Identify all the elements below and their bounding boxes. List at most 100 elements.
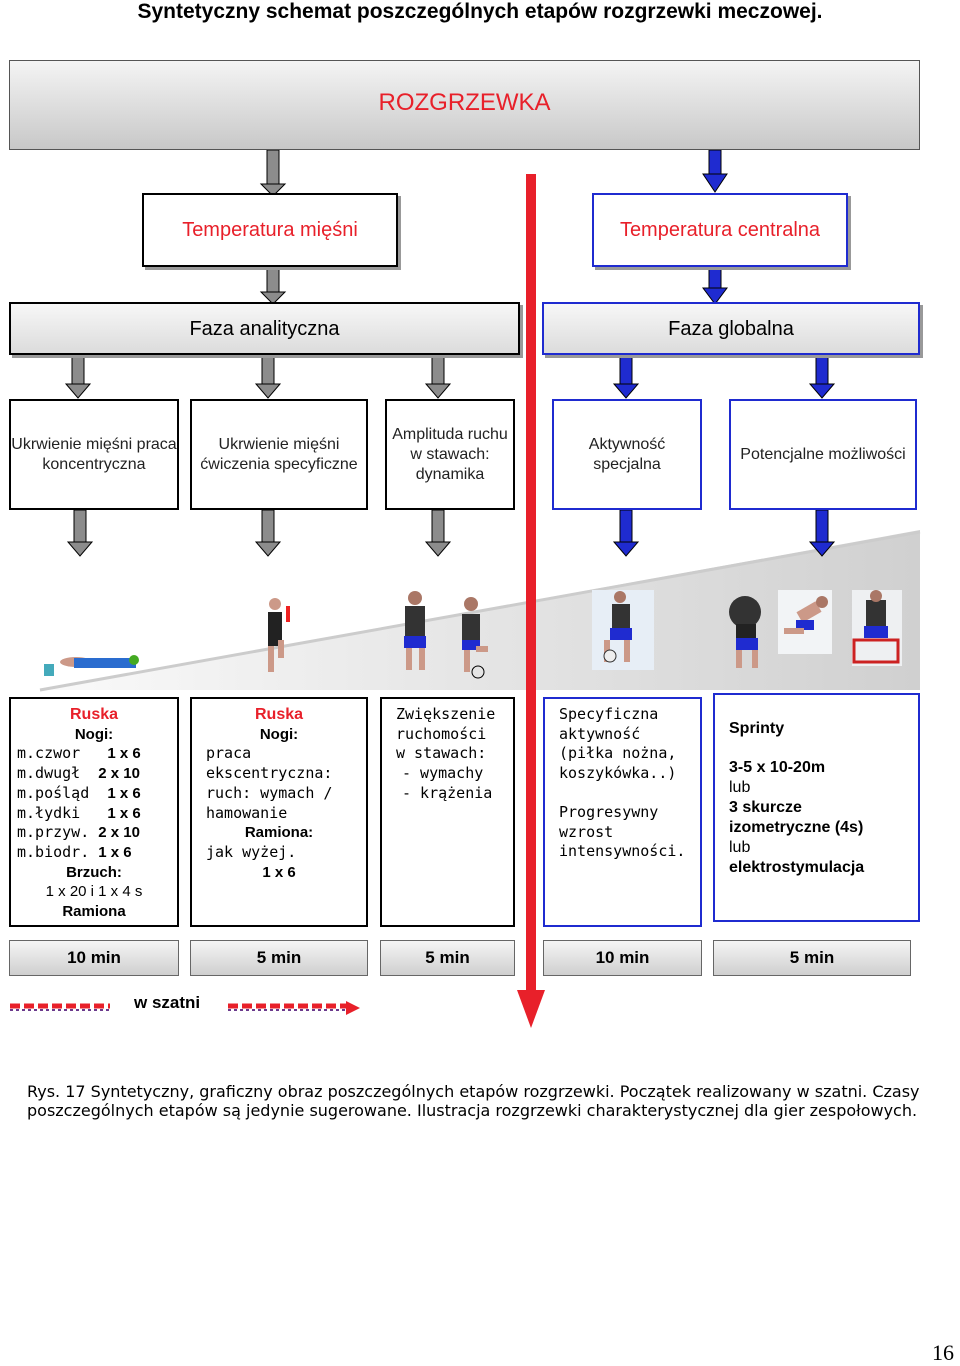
detail1-row: m.biodr. 1 x 6: [17, 842, 132, 861]
temp-muscle-box: Temperatura mięśni: [142, 193, 398, 267]
time-box-4: 10 min: [543, 940, 702, 976]
szatnia-label: w szatni: [134, 993, 201, 1012]
detail5-line: Sprinty: [729, 720, 785, 737]
temp-muscle-label: Temperatura mięśni: [182, 219, 358, 241]
detail5-line: izometryczne (4s): [729, 819, 864, 836]
athlete-lifting-figure: [729, 596, 761, 668]
time-label-2: 5 min: [256, 948, 302, 967]
arrow-phase-2-icon: [254, 353, 282, 399]
detail-box-3: Zwiększenie ruchomości w stawach: - wyma…: [380, 697, 515, 927]
detail1-ramiona: Ramiona: [62, 903, 126, 921]
arrow-sub-5-icon: [808, 509, 836, 557]
sub-label-5: Potencjalne możliwości: [740, 445, 906, 463]
arrow-sub-2-icon: [254, 509, 282, 557]
sub-label-3: Amplituda ruchu w stawach: dynamika: [392, 425, 508, 483]
arrow-temp-left-icon: [259, 265, 287, 305]
detail3-line: - krążenia: [402, 783, 493, 802]
caption-line-1: Rys. 17 Syntetyczny, graficzny obraz pos…: [27, 1082, 920, 1101]
athlete-figure-2: [404, 591, 426, 670]
detail4-line: wzrost: [559, 822, 614, 841]
sub-box-4: Aktywność specjalna: [552, 399, 702, 510]
detail5-line: elektrostymulacja: [729, 859, 865, 876]
detail4-line: koszykówka..): [559, 764, 677, 783]
arrow-phase-3-icon: [424, 353, 452, 399]
caption-line-2: poszczególnych etapów są jedynie sugerow…: [27, 1101, 918, 1120]
arrow-sub-4-icon: [612, 509, 640, 557]
phase-analytic-box: Faza analityczna: [9, 302, 520, 355]
detail4-line: Specyficzna: [559, 705, 659, 723]
arrow-sub-1-icon: [66, 509, 94, 557]
red-timeline-arrow-icon: [517, 174, 545, 1028]
detail3-line: - wymachy: [402, 764, 484, 783]
detail1-row: m.łydki 1 x 6: [17, 803, 141, 822]
sub-box-1: Ukrwienie mięśni praca koncentryczna: [9, 399, 179, 510]
page-number: 16: [932, 1340, 954, 1365]
detail1-row: m.czwor 1 x 6: [17, 744, 141, 763]
detail5-line: 3-5 x 10-20m: [729, 759, 826, 776]
detail3-line: Zwiększenie: [396, 705, 496, 723]
athlete-sprint-figure: [778, 590, 832, 654]
sub-box-3: Amplituda ruchu w stawach: dynamika: [385, 399, 515, 510]
athlete-figure-1: [268, 598, 290, 672]
header-box: ROZGRZEWKA: [9, 60, 920, 150]
time-box-5: 5 min: [713, 940, 911, 976]
time-label-3: 5 min: [425, 948, 470, 967]
detail2-reps: 1 x 6: [262, 863, 296, 881]
detail4-line: intensywności.: [559, 842, 686, 861]
figure-caption: Rys. 17 Syntetyczny, graficzny obraz pos…: [27, 1082, 947, 1120]
detail2-ramiona: Ramiona:: [244, 824, 314, 842]
temp-central-label: Temperatura centralna: [619, 219, 821, 241]
detail3-line: ruchomości: [396, 724, 487, 743]
detail5-line: 3 skurcze: [729, 799, 802, 816]
dashed-arrow-left-icon: [10, 1003, 110, 1011]
athlete-soccer-figure: [592, 590, 654, 670]
detail1-row: m.pośląd 1 x 6: [17, 783, 141, 802]
arrow-header-right-icon: [702, 149, 728, 193]
detail1-row: m.dwugł 2 x 10: [17, 764, 140, 783]
detail2-nogi: Nogi:: [259, 725, 299, 743]
time-label-5: 5 min: [789, 948, 835, 967]
arrow-temp-right-icon: [702, 265, 728, 305]
detail2-line: ekscentryczna:: [206, 764, 333, 783]
time-box-1: 10 min: [9, 940, 179, 976]
detail2-line: hamowanie: [206, 803, 288, 822]
detail2-line: praca: [206, 744, 252, 763]
detail2-line: ruch: wymach /: [206, 783, 333, 802]
detail-box-1: Ruska Nogi: m.czwor 1 x 6 m.dwugł 2 x 10…: [9, 697, 179, 927]
phase-global-label: Faza globalna: [668, 317, 794, 340]
athlete-machine-figure: [852, 590, 902, 666]
detail2-title: Ruska: [254, 706, 304, 723]
detail1-brzuch-value: 1 x 20 i 1 x 4 s: [45, 883, 143, 901]
detail-box-5: Sprinty 3-5 x 10-20m lub 3 skurcze izome…: [713, 693, 920, 922]
sub-label-2: Ukrwienie mięśni ćwiczenia specyficzne: [200, 435, 358, 473]
detail5-line: lub: [729, 839, 751, 856]
arrow-header-left-icon: [259, 149, 287, 197]
detail3-line: w stawach:: [396, 744, 487, 763]
time-box-2: 5 min: [190, 940, 368, 976]
detail2-line: jak wyżej.: [206, 842, 297, 861]
temp-central-box: Temperatura centralna: [592, 193, 848, 267]
detail1-row: m.przyw. 2 x 10: [17, 823, 140, 842]
detail1-brzuch: Brzuch:: [66, 863, 122, 881]
sub-label-4: Aktywność specjalna: [588, 435, 666, 473]
detail-box-2: Ruska Nogi: praca ekscentryczna: ruch: w…: [190, 697, 368, 927]
detail4-line: aktywność: [559, 724, 641, 743]
arrow-phase-1-icon: [64, 353, 92, 399]
detail-box-4: Specyficzna aktywność (piłka nożna, kosz…: [543, 697, 702, 927]
arrow-phase-5-icon: [808, 353, 836, 399]
detail4-line: (piłka nożna,: [559, 744, 677, 763]
detail4-line: Progresywny: [559, 802, 659, 821]
page-title: Syntetyczny schemat poszczególnych etapó…: [137, 0, 823, 23]
arrow-sub-3-icon: [424, 509, 452, 557]
time-label-4: 10 min: [595, 948, 650, 967]
dashed-arrow-right-icon: [228, 1001, 360, 1015]
sub-label-1: Ukrwienie mięśni praca koncentryczna: [11, 435, 177, 473]
phase-global-box: Faza globalna: [542, 302, 920, 355]
ramp-edge: [39, 530, 921, 692]
detail1-title: Ruska: [69, 706, 119, 723]
phase-analytic-label: Faza analityczna: [189, 317, 340, 340]
sub-box-2: Ukrwienie mięśni ćwiczenia specyficzne: [190, 399, 368, 510]
time-label-1: 10 min: [67, 948, 121, 967]
arrow-phase-4-icon: [612, 353, 640, 399]
